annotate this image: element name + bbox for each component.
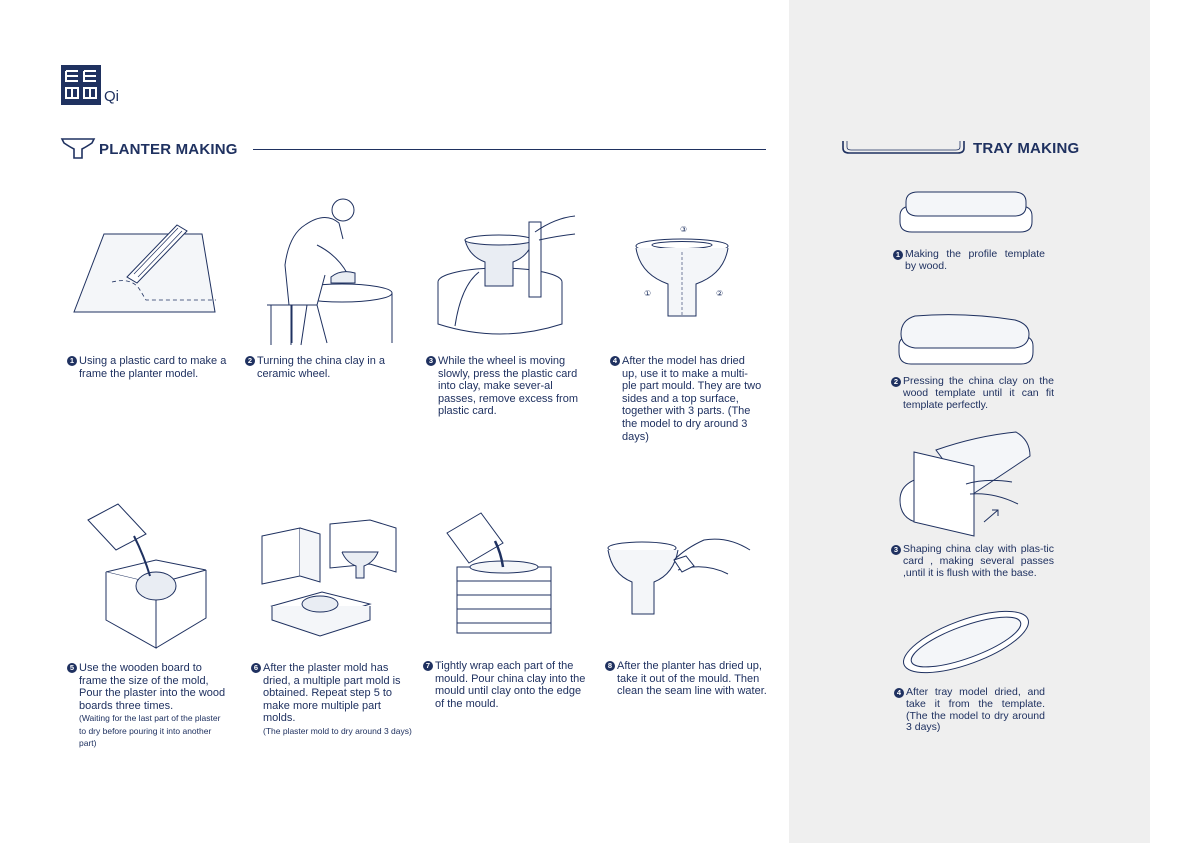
qi-logo-icon: [60, 64, 102, 106]
step-number: 1: [67, 356, 77, 366]
tray-title: TRAY MAKING: [973, 140, 1079, 157]
planter-step-1: 1 Using a plastic card to make a frame t…: [67, 355, 227, 380]
tray-icon: [841, 139, 966, 155]
planter-step-7: 7 Tightly wrap each part of the mould. P…: [423, 660, 587, 710]
mould-label-top: ③: [680, 225, 687, 234]
plastic-card-frame-illustration: [72, 222, 217, 314]
step-text: Tightly wrap each part of the mould. Pou…: [423, 660, 587, 710]
mould-label-right: ②: [716, 289, 723, 298]
pouring-into-mould-illustration: [443, 505, 555, 645]
clay-on-template-illustration: [897, 312, 1037, 370]
step-note: (The plaster mold to dry around 3 days): [251, 725, 413, 738]
tray-step-3: 3 Shaping china clay with plas-tic card …: [891, 544, 1054, 579]
step-text: While the wheel is moving slowly, press …: [426, 355, 582, 418]
planter-step-6: 6 After the plaster mold has dried, a mu…: [251, 662, 413, 737]
step-number: 3: [426, 356, 436, 366]
step-text: Using a plastic card to make a frame the…: [67, 355, 227, 380]
planter-step-3: 3 While the wheel is moving slowly, pres…: [426, 355, 582, 418]
step-number: 6: [251, 663, 261, 673]
step-number: 8: [605, 661, 615, 671]
step-number: 3: [891, 545, 901, 555]
wheel-shaping-illustration: [435, 210, 580, 338]
tray-step-4: 4 After tray model dried, and take it fr…: [894, 687, 1045, 734]
step-number: 7: [423, 661, 433, 671]
step-text: After the plaster mold has dried, a mult…: [251, 662, 413, 725]
mould-label-left: ①: [644, 289, 651, 298]
step-text: Shaping china clay with plas-tic card , …: [891, 544, 1054, 579]
wood-template-illustration: [898, 188, 1034, 240]
planter-title: PLANTER MAKING: [99, 141, 238, 158]
tray-step-1: 1 Making the profile template by wood.: [893, 249, 1045, 273]
step-text: After tray model dried, and take it from…: [894, 687, 1045, 734]
step-note: (Waiting for the last part of the plaste…: [67, 712, 227, 750]
tray-step-2: 2 Pressing the china clay on the wood te…: [891, 376, 1054, 411]
step-text: Turning the china clay in a ceramic whee…: [245, 355, 405, 380]
planter-step-2: 2 Turning the china clay in a ceramic wh…: [245, 355, 405, 380]
step-text: Use the wooden board to frame the size o…: [67, 662, 227, 712]
cleaning-planter-illustration: [606, 538, 754, 616]
planter-step-8: 8 After the planter has dried up, take i…: [605, 660, 767, 698]
step-number: 5: [67, 663, 77, 673]
plaster-mould-parts-illustration: [258, 518, 400, 646]
step-number: 2: [245, 356, 255, 366]
step-number: 4: [894, 688, 904, 698]
step-text: After the planter has dried up, take it …: [605, 660, 767, 698]
brand-name: Qi: [104, 88, 119, 105]
potter-wheel-illustration: [257, 195, 395, 347]
planter-icon: [60, 136, 96, 160]
planter-divider: [253, 149, 766, 150]
step-number: 4: [610, 356, 620, 366]
planter-step-5: 5 Use the wooden board to frame the size…: [67, 662, 227, 750]
step-text: Making the profile template by wood.: [893, 249, 1045, 273]
step-number: 1: [893, 250, 903, 260]
planter-model-illustration: ③ ① ②: [632, 222, 732, 322]
step-number: 2: [891, 377, 901, 387]
step-text: After the model has dried up, use it to …: [610, 355, 762, 443]
wooden-frame-pour-illustration: [86, 500, 208, 650]
step-text: Pressing the china clay on the wood temp…: [891, 376, 1054, 411]
finished-tray-illustration: [900, 604, 1032, 680]
shaping-with-card-illustration: [896, 430, 1034, 538]
planter-step-4: 4 After the model has dried up, use it t…: [610, 355, 762, 443]
